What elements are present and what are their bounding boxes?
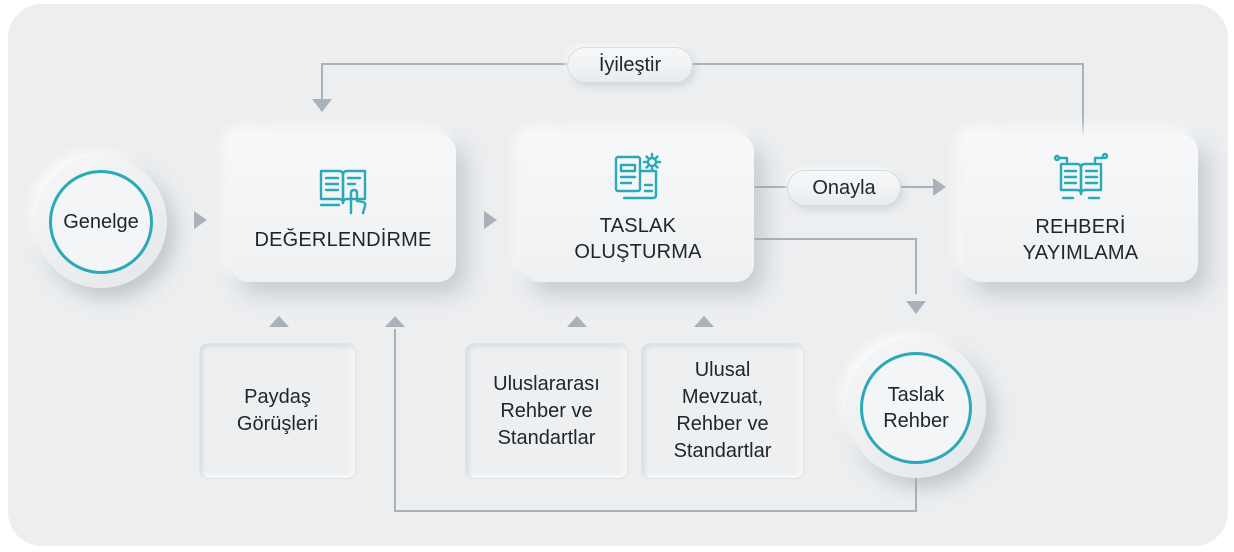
document-gear-icon xyxy=(614,152,662,200)
open-book-circuit-icon xyxy=(1053,152,1108,200)
connector-lines xyxy=(321,63,1084,512)
uluslararasi-arrowhead xyxy=(567,316,587,327)
uluslararasi-label: Uluslararası Rehber ve Standartlar xyxy=(493,372,600,449)
paydas-gorusleri-box: Paydaş Görüşleri xyxy=(200,344,355,478)
taslak-rehber-ring: Taslak Rehber xyxy=(860,352,972,464)
rehberi-yayimlama-card: REHBERİ YAYIMLAMA xyxy=(963,134,1198,282)
iyilestir-pill: İyileştir xyxy=(568,48,692,82)
taslak-rehber-label: Taslak Rehber xyxy=(883,384,949,432)
taslak-rehber-connector xyxy=(754,238,917,294)
iyilestir-label: İyileştir xyxy=(598,53,662,76)
onayla-arrowhead xyxy=(933,178,946,196)
genelge-ring: Genelge xyxy=(49,170,153,274)
diagram-canvas: İyileştir Onayla Genelge DEĞERLENDİRME xyxy=(8,4,1228,546)
ulusal-box: Ulusal Mevzuat, Rehber ve Standartlar xyxy=(642,344,803,478)
onayla-label: Onayla xyxy=(812,176,876,199)
iyilestir-connector xyxy=(321,63,1084,134)
degerlendirme-arrowhead xyxy=(484,211,497,229)
open-book-hand-icon xyxy=(319,169,367,215)
paydas-arrowhead xyxy=(269,316,289,327)
onayla-pill: Onayla xyxy=(788,171,900,205)
degerlendirme-label: DEĞERLENDİRME xyxy=(254,229,432,251)
taslak-olusturma-label: TASLAK OLUŞTURMA xyxy=(574,215,702,263)
genelge-arrowhead xyxy=(194,211,207,229)
uluslararasi-box: Uluslararası Rehber ve Standartlar xyxy=(466,344,627,478)
taslak-olusturma-card: TASLAK OLUŞTURMA xyxy=(522,134,754,282)
ulusal-label: Ulusal Mevzuat, Rehber ve Standartlar xyxy=(673,359,772,462)
genelge-label: Genelge xyxy=(63,211,139,233)
iyilestir-arrowhead xyxy=(312,99,332,112)
taslak-rehber-arrowhead xyxy=(906,301,926,314)
rehberi-yayimlama-label: REHBERİ YAYIMLAMA xyxy=(1022,216,1139,264)
feedback-arrowhead xyxy=(385,316,405,327)
paydas-gorusleri-label: Paydaş Görüşleri xyxy=(236,386,319,435)
degerlendirme-card: DEĞERLENDİRME xyxy=(230,134,456,282)
ulusal-arrowhead xyxy=(694,316,714,327)
bottom-feedback-connector xyxy=(394,329,917,512)
